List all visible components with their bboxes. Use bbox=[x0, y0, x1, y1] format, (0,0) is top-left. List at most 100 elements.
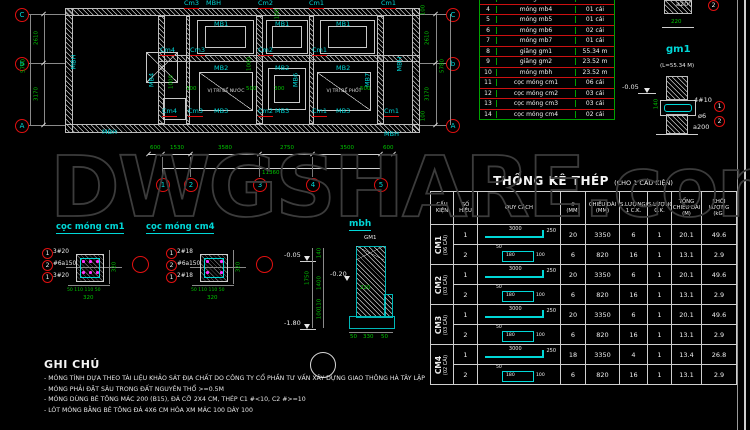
parts-name: cọc móng cm1 bbox=[496, 79, 576, 87]
steel-value-cell: 6 bbox=[619, 224, 648, 245]
steel-value-cell: 1 bbox=[647, 304, 672, 325]
gm2-stirrup-spacing: a200 bbox=[676, 0, 693, 8]
plan-label: MB6 bbox=[291, 72, 300, 88]
parts-name: giằng gm1 bbox=[496, 47, 576, 55]
gm1-height-dim: 140 bbox=[653, 98, 660, 110]
stirrup-width-label: 180 bbox=[506, 293, 515, 298]
plan-dim: 3500 bbox=[340, 145, 354, 151]
parts-qty: 01 cái bbox=[585, 5, 605, 13]
plan-label: 300 bbox=[274, 86, 285, 92]
steel-value-cell: 49.6 bbox=[701, 264, 737, 285]
axis-leader bbox=[162, 157, 163, 177]
stirrup-outline bbox=[502, 371, 534, 382]
plan-label: 100 bbox=[420, 4, 427, 16]
plan-label: MB2 bbox=[336, 64, 351, 72]
parts-qty: 01 cái bbox=[585, 37, 605, 45]
steel-header-cell: QUY CÁCH bbox=[477, 191, 561, 225]
steel-value-cell: 13.1 bbox=[671, 244, 702, 265]
stirrup-height-label: 100 bbox=[536, 253, 545, 258]
septic-tank-label: VỊ TRÍ BỂ PHỐT bbox=[326, 89, 362, 94]
rebar-dot bbox=[82, 260, 85, 263]
plan-label: Cm3 bbox=[184, 0, 200, 9]
mbh-level-flag bbox=[304, 324, 310, 329]
plan-label: MB3 bbox=[214, 107, 229, 115]
steel-value-cell: 4 bbox=[619, 344, 648, 365]
stirrup-hook-label: 50 bbox=[496, 285, 502, 291]
steel-header-cell: KHỐI LƯỢNG(kG) bbox=[701, 191, 737, 225]
dim-line bbox=[109, 250, 110, 284]
dim-line bbox=[436, 14, 437, 125]
steel-value-cell: 6 bbox=[619, 264, 648, 285]
gm2-dim-line bbox=[662, 27, 694, 28]
stirrup-hook-label: 50 bbox=[496, 325, 502, 331]
note-line: - MÓNG TÍNH DỰA THEO TÀI LIỆU KHẢO SÁT Đ… bbox=[44, 375, 425, 382]
steel-value-cell: 820 bbox=[585, 284, 620, 305]
plan-dim: 600 bbox=[150, 145, 161, 151]
bar-hook bbox=[542, 230, 544, 238]
steel-value-cell: 2 bbox=[453, 324, 478, 345]
rebar-annotation: 2#18 bbox=[177, 249, 193, 255]
section-dims: 50 110 110 50 bbox=[191, 288, 225, 293]
parts-name: móng mb7 bbox=[496, 37, 576, 45]
parts-qty: 03 cái bbox=[585, 89, 605, 97]
sheet-border-outer bbox=[744, 0, 746, 430]
footing-outline bbox=[320, 20, 375, 54]
plan-label: MB4 bbox=[147, 72, 156, 88]
plan-label: MB7 bbox=[363, 72, 372, 88]
parts-row: 3móng mb301 cái bbox=[480, 0, 614, 5]
steel-value-cell: 2 bbox=[453, 284, 478, 305]
member-qty: (03 CÁI) bbox=[443, 274, 449, 295]
steel-value-cell: 6 bbox=[619, 304, 648, 325]
axis-bubble: 2 bbox=[184, 178, 198, 192]
steel-value-cell: 26.8 bbox=[701, 344, 737, 365]
steel-value-cell: 3350 bbox=[585, 304, 620, 325]
gm1-main-ref-bubble: 1 bbox=[714, 101, 725, 112]
mbh-level-flag bbox=[344, 276, 350, 281]
parts-name: móng mb5 bbox=[496, 16, 576, 24]
rebar-dot bbox=[89, 271, 92, 274]
grid-leader bbox=[29, 14, 65, 15]
sheet-border-inner bbox=[737, 0, 738, 430]
steel-value-cell: 49.6 bbox=[701, 304, 737, 325]
plan-wall-right bbox=[412, 8, 420, 133]
member-label: CM1(06 CÁI) bbox=[434, 234, 449, 256]
parts-name: móng mbh bbox=[496, 68, 576, 76]
parts-no: 10 bbox=[484, 68, 492, 76]
mbh-gm1-tag: GM1 bbox=[364, 235, 377, 241]
steel-value-cell: 13.4 bbox=[671, 344, 702, 365]
mbh-wall-width-dim: 220 bbox=[360, 285, 371, 291]
parts-no: 12 bbox=[484, 89, 492, 97]
mbh-footing-slab bbox=[349, 316, 395, 329]
axis-bubble: 3 bbox=[253, 178, 267, 192]
plan-label: Cm4 bbox=[160, 46, 176, 56]
mbh-level-flag bbox=[304, 256, 310, 261]
rebar-dot bbox=[206, 271, 209, 274]
plan-dim: 3170 bbox=[33, 87, 40, 101]
dim-line bbox=[450, 14, 451, 125]
mbh-dim-line bbox=[323, 248, 324, 328]
parts-no: 8 bbox=[486, 47, 490, 55]
member-qty: (02 CÁI) bbox=[443, 354, 449, 375]
bar-length-label: 3000 bbox=[508, 226, 522, 232]
gm1-level: -0.05 bbox=[622, 83, 639, 91]
steel-value-cell: 1 bbox=[647, 284, 672, 305]
stirrup-height-label: 100 bbox=[536, 373, 545, 378]
plan-beam-grid4 bbox=[309, 16, 314, 124]
plan-wall-top bbox=[65, 8, 420, 16]
parts-qty: 01 cái bbox=[585, 16, 605, 24]
gm1-wall-below bbox=[666, 114, 688, 134]
plan-label: 100 bbox=[274, 8, 281, 20]
plan-beam-grid5 bbox=[377, 16, 384, 124]
plan-label: Cm2 bbox=[258, 0, 274, 9]
axis-bubble: 4 bbox=[306, 178, 320, 192]
steel-value-cell: 1 bbox=[647, 224, 672, 245]
